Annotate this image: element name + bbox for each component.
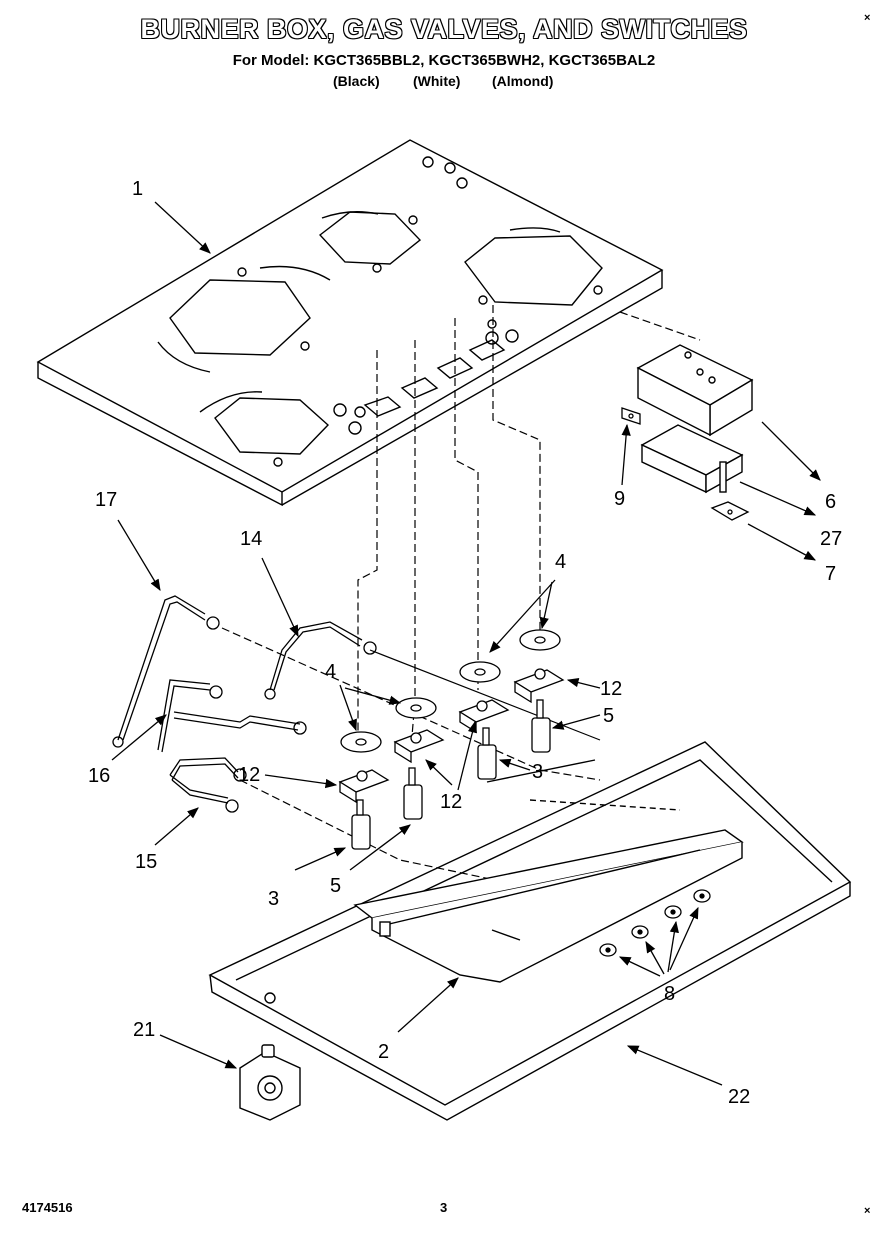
switch-box [636, 344, 754, 437]
page-title: BURNER BOX, GAS VALVES, AND SWITCHES [140, 14, 748, 44]
color-black: (Black) [333, 73, 380, 89]
label-part-7: 7 [825, 563, 836, 585]
label-part-8: 8 [664, 983, 675, 1005]
label-part-6: 6 [825, 491, 836, 513]
label-part-5-left: 5 [330, 875, 341, 897]
label-part-9: 9 [614, 488, 625, 510]
label-part-22: 22 [728, 1086, 750, 1108]
label-part-27: 27 [820, 528, 842, 550]
switch-clip [621, 407, 641, 425]
valve-assemblies [338, 668, 565, 850]
label-part-17: 17 [95, 489, 117, 511]
model-list: For Model: KGCT365BBL2, KGCT365BWH2, KGC… [232, 52, 656, 69]
color-almond: (Almond) [492, 73, 554, 89]
label-part-1: 1 [132, 178, 143, 200]
label-part-3-left: 3 [268, 888, 279, 910]
leader-arrows [111, 201, 821, 1086]
label-part-16: 16 [88, 765, 110, 787]
color-white: (White) [413, 73, 461, 89]
label-part-21: 21 [133, 1019, 155, 1041]
label-part-2: 2 [378, 1041, 389, 1063]
label-part-12-right: 12 [600, 678, 622, 700]
mounting-plate [710, 501, 750, 521]
gas-regulator [239, 1044, 301, 1121]
cooktop-top [36, 139, 664, 507]
washers [340, 629, 561, 753]
corner-mark-top: × [864, 12, 871, 24]
doc-number: 4174516 [22, 1200, 73, 1215]
label-part-12-center: 12 [440, 791, 462, 813]
label-part-15: 15 [135, 851, 157, 873]
part-labels: 1 6 27 7 9 4 4 12 5 3 12 12 3 5 17 14 16… [88, 178, 842, 1108]
gas-tubes [112, 595, 377, 813]
label-part-4-right: 4 [555, 551, 566, 573]
switch-bracket [640, 424, 744, 494]
label-part-3-right: 3 [532, 761, 543, 783]
label-part-12-left: 12 [238, 764, 260, 786]
page-number: 3 [440, 1200, 448, 1215]
label-part-14: 14 [240, 528, 262, 550]
label-part-5-right: 5 [603, 705, 614, 727]
screws [599, 889, 711, 957]
manifold-bracket [353, 829, 744, 983]
label-part-4-left: 4 [325, 661, 336, 683]
corner-mark-bottom: × [864, 1205, 871, 1217]
